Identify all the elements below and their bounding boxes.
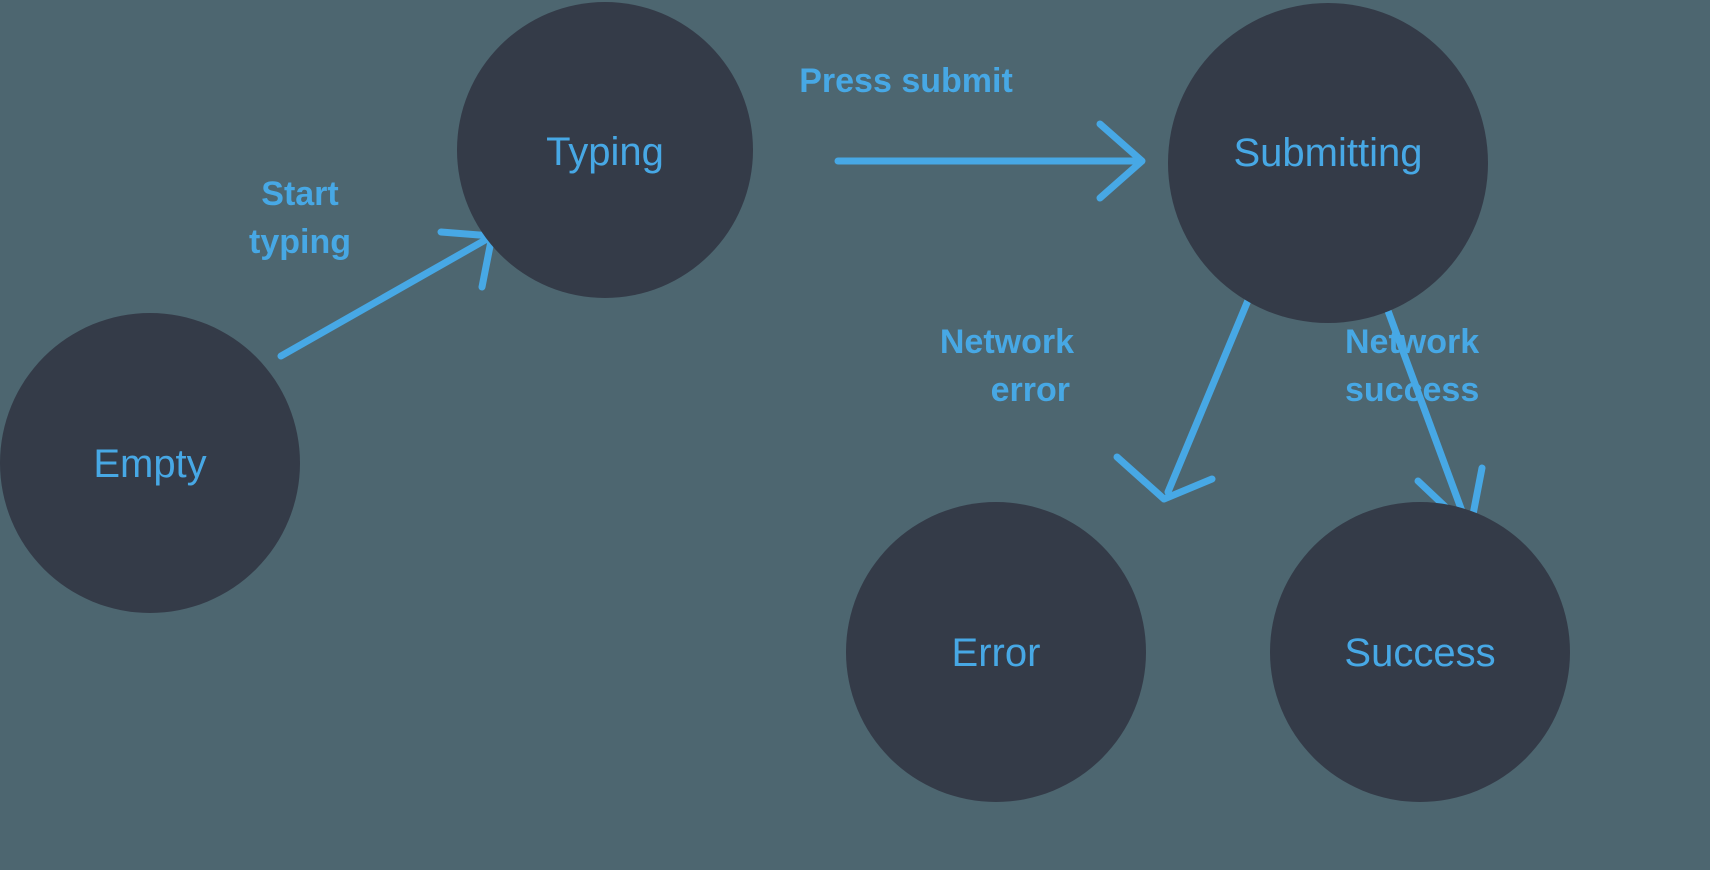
transition-start-typing-line: [277, 235, 491, 360]
transition-label-start-typing-line1: Start: [261, 175, 338, 213]
state-node-error-circle: [846, 502, 1146, 802]
transition-label-press-submit-line1: Press submit: [799, 62, 1013, 100]
state-node-success-label: Success: [1344, 631, 1495, 675]
state-node-error-label: Error: [952, 631, 1041, 675]
transition-label-start-typing: Start typing: [249, 175, 351, 261]
transition-network-error-arrowhead: [1113, 453, 1216, 503]
transition-press-submit[interactable]: [834, 120, 1146, 202]
state-node-empty[interactable]: Empty: [0, 313, 300, 613]
transition-network-success-line: [1380, 296, 1470, 526]
state-node-typing-label: Typing: [546, 130, 664, 174]
transition-label-network-error-line2: error: [991, 371, 1070, 409]
transition-network-error-line: [1164, 294, 1253, 496]
state-node-submitting[interactable]: Submitting: [1168, 3, 1488, 323]
transition-label-network-success-line2: success: [1345, 371, 1479, 409]
transition-label-start-typing-line2: typing: [249, 223, 351, 261]
transition-label-network-success-line1: Network: [1345, 323, 1479, 361]
state-node-empty-circle: [0, 313, 300, 613]
transition-press-submit-arrowhead: [1096, 120, 1146, 202]
state-node-submitting-circle: [1168, 3, 1488, 323]
state-node-success-circle: [1270, 502, 1570, 802]
transition-label-press-submit: Press submit: [799, 62, 1013, 100]
transition-network-error[interactable]: [1113, 294, 1253, 503]
state-node-success[interactable]: Success: [1270, 502, 1570, 802]
state-node-typing[interactable]: Typing: [457, 2, 753, 298]
state-node-submitting-label: Submitting: [1234, 131, 1423, 175]
state-node-typing-circle: [457, 2, 753, 298]
state-node-empty-label: Empty: [93, 442, 206, 486]
state-node-error[interactable]: Error: [846, 502, 1146, 802]
transition-label-network-error: Network error: [940, 323, 1074, 409]
transition-label-network-success: Network success: [1345, 323, 1479, 409]
transition-label-network-error-line1: Network: [940, 323, 1074, 361]
